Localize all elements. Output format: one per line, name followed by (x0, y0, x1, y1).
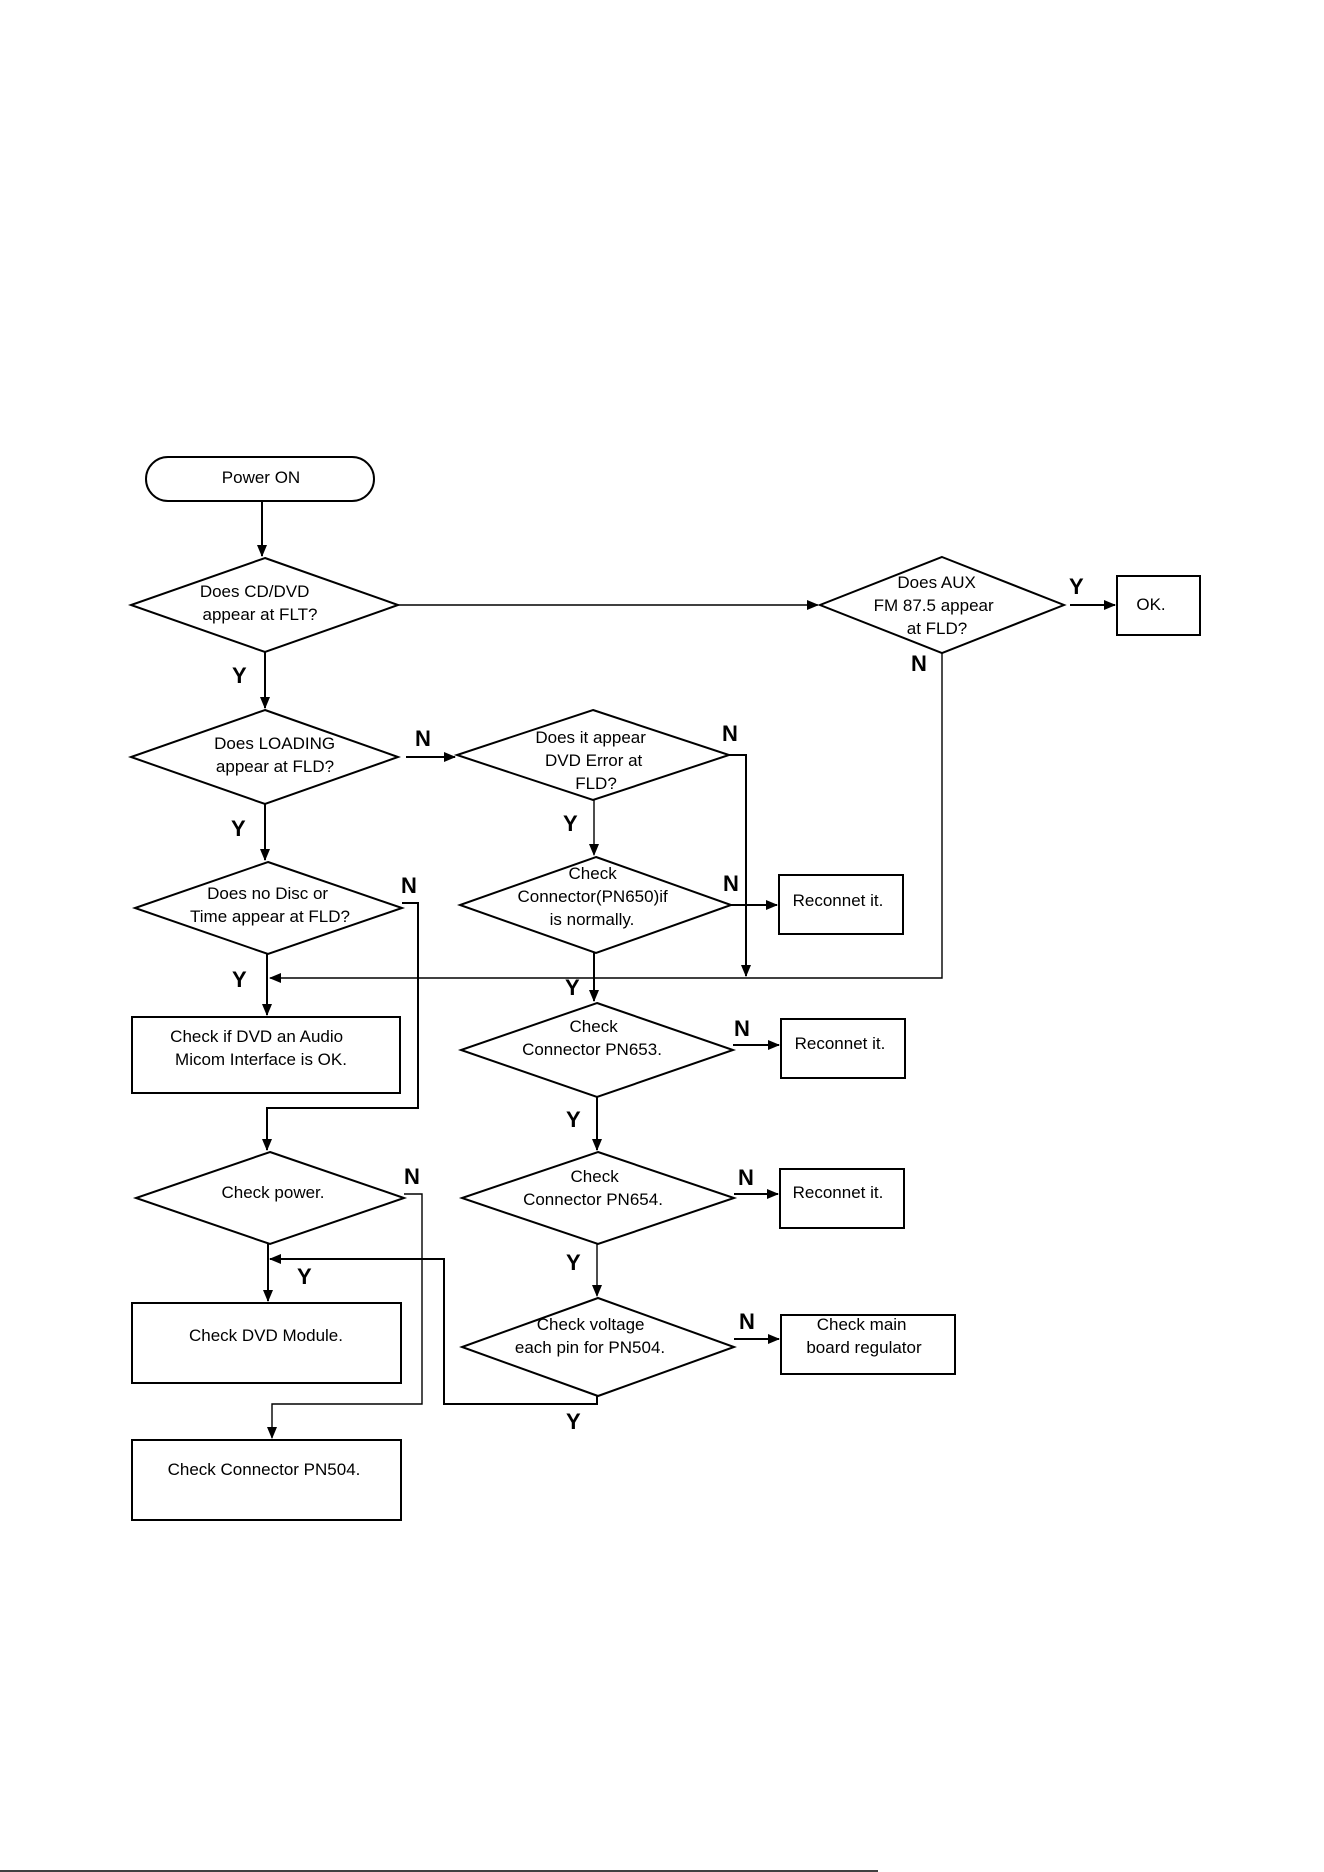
check-dvd-audio-label: Check if DVD an Audio Micom Interface is… (170, 1027, 348, 1069)
yes-label: Y (297, 1264, 312, 1289)
line-aux-no (742, 653, 943, 979)
pn653-label: Check Connector PN653. (522, 1017, 662, 1059)
yes-label: Y (566, 1107, 581, 1132)
pn654-label: Check Connector PN654. (523, 1167, 663, 1209)
check-power-label: Check power. (222, 1183, 325, 1202)
ok-box (1116, 575, 1201, 636)
yes-label: Y (231, 816, 246, 841)
arrow-dvderror-no (729, 754, 751, 977)
yes-label: Y (565, 975, 580, 1000)
no-label: N (722, 721, 738, 746)
reconnect-box-3 (779, 1168, 905, 1229)
reconnect-label-1: Reconnet it. (793, 891, 884, 910)
pn650-label: Check Connector(PN650)if is normally. (518, 864, 673, 929)
reconnect-box-1 (778, 874, 904, 935)
reconnect-box-2 (780, 1018, 906, 1079)
check-dvd-module-box (131, 1302, 402, 1384)
power-on-terminal (145, 456, 375, 502)
branch-labels: Y Y Y Y Y Y Y Y Y Y N N N N N N N N N (231, 574, 1084, 1434)
no-label: N (734, 1016, 750, 1041)
no-label: N (738, 1165, 754, 1190)
check-dvd-module-label: Check DVD Module. (189, 1326, 343, 1345)
main-board-label: Check main board regulator (806, 1315, 922, 1357)
no-label: N (911, 651, 927, 676)
cd-dvd-label: Does CD/DVD appear at FLT? (200, 582, 318, 624)
arrow-voltage-yes (269, 1254, 598, 1405)
reconnect-label-3: Reconnet it. (793, 1183, 884, 1202)
no-label: N (401, 873, 417, 898)
yes-label: Y (563, 811, 578, 836)
dvd-error-label: Does it appear DVD Error at FLD? (535, 728, 650, 793)
check-connector-pn504-label: Check Connector PN504. (168, 1460, 361, 1479)
no-label: N (723, 871, 739, 896)
no-label: N (739, 1309, 755, 1334)
dvd-error-decision (453, 708, 733, 802)
check-dvd-audio-box (131, 1016, 401, 1094)
yes-label: Y (232, 663, 247, 688)
no-label: N (404, 1164, 420, 1189)
arrow-nodisc-no (262, 902, 419, 1151)
voltage-label: Check voltage each pin for PN504. (515, 1315, 665, 1357)
check-connector-pn504-box (131, 1439, 402, 1521)
yes-label: Y (566, 1250, 581, 1275)
yes-label: Y (1069, 574, 1084, 599)
reconnect-label-2: Reconnet it. (795, 1034, 886, 1053)
power-on-label: Power ON (222, 468, 300, 487)
arrow-power-no (267, 1193, 423, 1439)
ok-label: OK. (1136, 595, 1165, 614)
check-power-decision (132, 1150, 408, 1246)
aux-label: Does AUX FM 87.5 appear at FLD? (874, 573, 999, 638)
no-label: N (415, 726, 431, 751)
main-board-box (780, 1314, 956, 1375)
pn650-decision (456, 855, 734, 955)
connectors (257, 501, 1116, 1439)
loading-label: Does LOADING appear at FLD? (214, 734, 340, 776)
yes-label: Y (232, 967, 247, 992)
pn654-decision (458, 1150, 738, 1246)
yes-label: Y (566, 1409, 581, 1434)
no-disc-label: Does no Disc or Time appear at FLD? (190, 884, 350, 926)
